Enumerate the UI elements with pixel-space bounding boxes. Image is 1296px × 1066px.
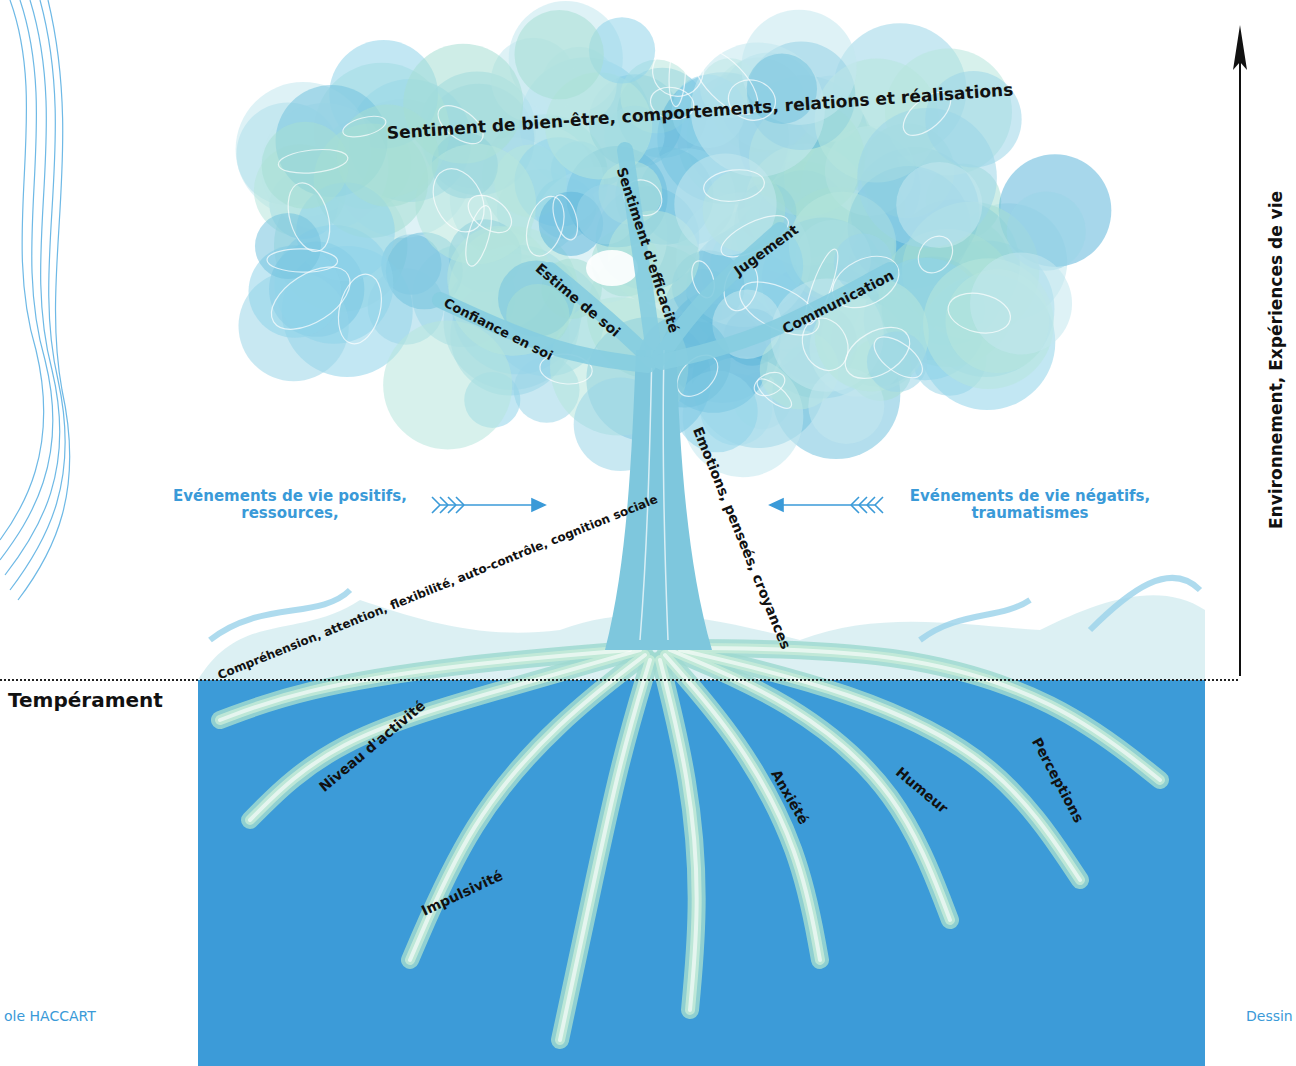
tree-label: Niveau d'activité xyxy=(316,697,428,795)
tree-label: Perceptions xyxy=(1029,735,1087,825)
temperament-line xyxy=(0,680,1240,681)
tree-label: Environnement, Expériences de vie xyxy=(1267,191,1287,529)
roots xyxy=(220,648,1160,1040)
tree-label: Communication xyxy=(780,267,897,337)
trunk xyxy=(605,350,712,650)
axis-label: Tempérament xyxy=(8,689,163,712)
tree-label: Anxiété xyxy=(768,767,812,827)
branches xyxy=(440,150,890,365)
tree-label: Confiance en soi xyxy=(441,296,555,364)
tree-label: Impulsivité xyxy=(419,867,505,919)
tree-label: Dessin xyxy=(1246,1008,1293,1024)
ground xyxy=(198,578,1205,1066)
tree-label: Evénements de vie négatifs, traumatismes xyxy=(895,488,1165,523)
tree-label: Emotions, penseés, croyances xyxy=(690,425,794,652)
environment-arrow xyxy=(1233,25,1247,676)
tree-label: Humeur xyxy=(893,764,951,817)
tree-label: ole HACCART xyxy=(4,1008,96,1024)
tree-label: Sentiment d'efficacité xyxy=(614,165,683,335)
tree-label: Jugement xyxy=(731,221,801,278)
side-waves xyxy=(0,0,70,600)
tree-label: Sentiment de bien-être, comportements, r… xyxy=(386,80,1014,143)
tree-label: Estime de soi xyxy=(532,260,623,340)
tree-label: Evénements de vie positifs, ressources, xyxy=(155,488,425,523)
